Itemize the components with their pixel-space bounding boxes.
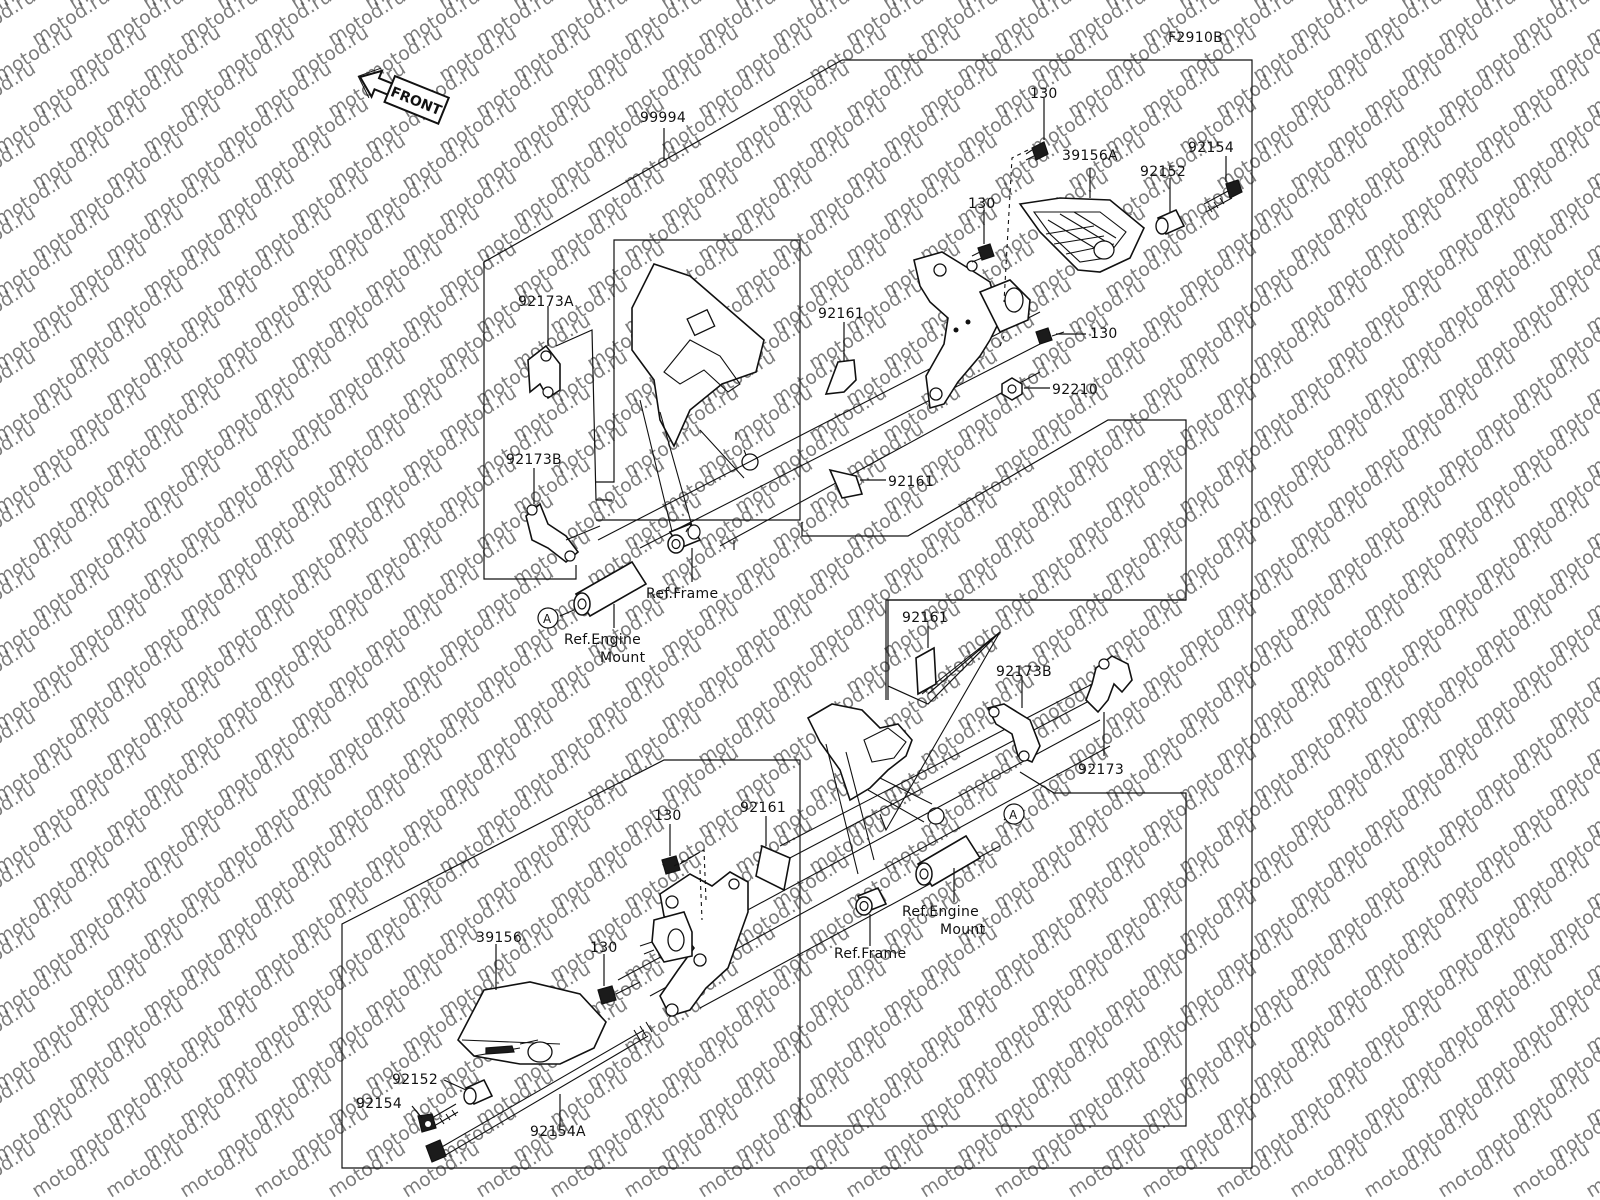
label-92152-bottom: 92152 (392, 1072, 438, 1088)
label-92173: 92173 (1078, 762, 1124, 778)
label-ref-engine-top-2: Mount (600, 650, 646, 666)
label-92161-top-a: 92161 (818, 306, 864, 322)
label-130-bottom-b: 130 (590, 940, 618, 956)
label-a-bottom: A (1009, 808, 1018, 822)
label-a-top: A (543, 612, 552, 626)
label-92161-top-b: 92161 (888, 474, 934, 490)
label-92154-top: 92154 (1188, 140, 1234, 156)
label-ref-frame-bottom: Ref.Frame (834, 946, 906, 962)
sticker-92161-bottom-b (755, 844, 791, 892)
label-130-bottom-a: 130 (654, 808, 682, 824)
label-92173B-bottom: 92173B (996, 664, 1052, 680)
label-ref-engine-bottom-1: Ref.Engine (902, 904, 979, 920)
label-92173A: 92173A (518, 294, 574, 310)
label-130-top-c: 130 (1090, 326, 1118, 342)
label-92154A: 92154A (530, 1124, 586, 1140)
label-ref-engine-bottom-2: Mount (940, 922, 986, 938)
label-92152-top: 92152 (1140, 164, 1186, 180)
label-130-top-b: 130 (968, 196, 996, 212)
label-92161-bottom-a: 92161 (902, 610, 948, 626)
label-39156: 39156 (476, 930, 522, 946)
label-92161-bottom-b: 92161 (740, 800, 786, 816)
figure-code: F2910B (1168, 30, 1223, 46)
label-39156A: 39156A (1062, 148, 1118, 164)
label-ref-frame-top: Ref.Frame (646, 586, 718, 602)
label-92210: 92210 (1052, 382, 1098, 398)
label-130-top-a: 130 (1030, 86, 1058, 102)
label-99994: 99994 (640, 110, 686, 126)
label-92173B-top: 92173B (506, 452, 562, 468)
label-92154-bottom: 92154 (356, 1096, 402, 1112)
label-ref-engine-top-1: Ref.Engine (564, 632, 641, 648)
